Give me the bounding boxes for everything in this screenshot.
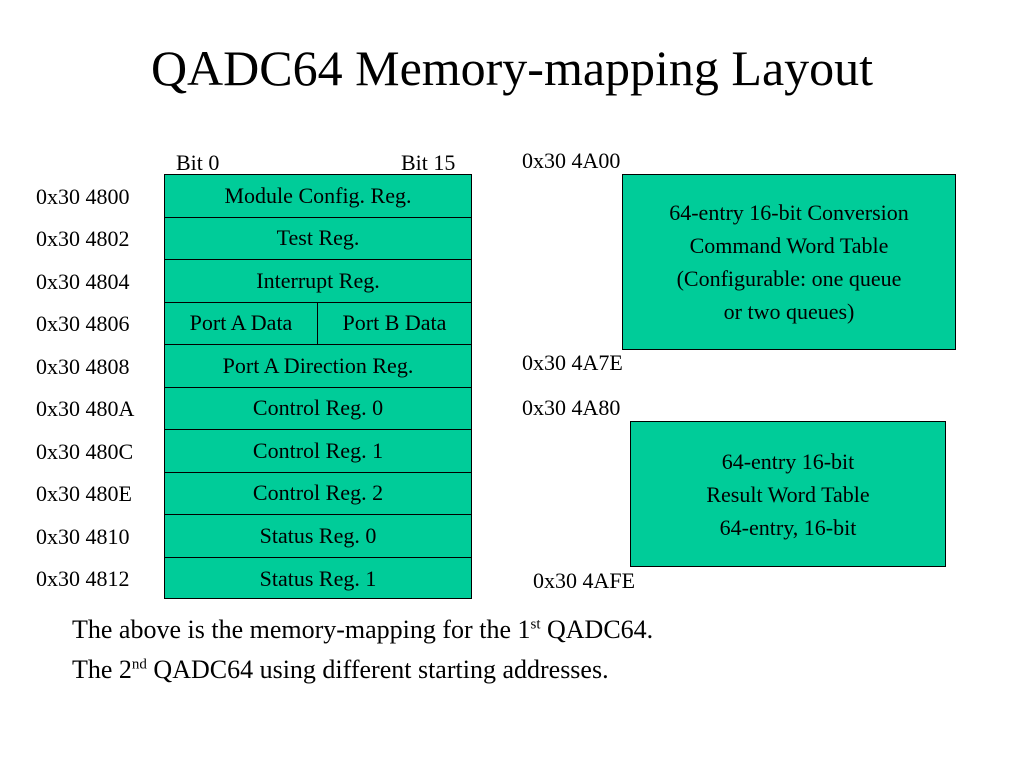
register-address: 0x30 480E [36,481,132,506]
register-label: Control Reg. 1 [252,437,384,463]
result-table-line: Result Word Table [706,481,870,507]
register-control-2: Control Reg. 2 [165,473,471,515]
ccw-table-line: Command Word Table [689,233,889,258]
register-label: Control Reg. 0 [252,395,384,421]
result-end-address: 0x30 4AFE [533,568,636,593]
result-table-line: 64-entry, 16-bit [719,514,857,540]
register-address: 0x30 4812 [36,566,130,591]
register-label: Module Config. Reg. [224,182,412,208]
ccw-start-address: 0x30 4A00 [522,148,621,173]
footer-line-1: The above is the memory-mapping for the … [72,614,653,646]
register-port-data: Port A Data Port B Data [165,302,471,345]
bit-15-label: Bit 15 [401,150,456,175]
register-status-1: Status Reg. 1 [165,558,471,601]
register-address: 0x30 4808 [36,354,130,379]
footer-text: The 2 [72,655,132,684]
ccw-table-line: (Configurable: one queue [676,266,902,291]
register-address: 0x30 4806 [36,311,130,336]
register-label: Control Reg. 2 [252,480,384,506]
register-label: Status Reg. 0 [259,522,377,548]
result-start-address: 0x30 4A80 [522,395,621,420]
register-label: Interrupt Reg. [256,267,380,293]
footer-line-2: The 2nd QADC64 using different starting … [72,654,609,686]
footer-text: The above is the memory-mapping for the … [72,615,531,644]
ccw-end-address: 0x30 4A7E [522,350,623,375]
result-table-box: 64-entry 16-bit Result Word Table 64-ent… [630,421,946,567]
bit-0-label: Bit 0 [176,150,220,175]
register-port-a-direction: Port A Direction Reg. [165,345,471,388]
register-label: Status Reg. 1 [259,565,377,591]
register-address: 0x30 4800 [36,184,130,209]
ccw-table-box: 64-entry 16-bit Conversion Command Word … [622,174,956,350]
ccw-table-line: 64-entry 16-bit Conversion [669,200,909,225]
register-module-config: Module Config. Reg. [165,175,471,218]
register-address: 0x30 4810 [36,524,130,549]
result-table-line: 64-entry 16-bit [721,448,855,474]
register-address: 0x30 4802 [36,226,130,251]
register-test: Test Reg. [165,218,471,260]
register-label: Port B Data [342,310,447,336]
register-control-1: Control Reg. 1 [165,430,471,473]
register-interrupt: Interrupt Reg. [165,260,471,303]
footer-superscript: nd [131,656,147,673]
footer-text: QADC64 using different starting addresse… [146,655,609,684]
port-b-data-cell: Port B Data [318,303,471,345]
slide-title: QADC64 Memory-mapping Layout [150,40,874,96]
footer-text: QADC64. [540,615,654,644]
register-address: 0x30 4804 [36,269,130,294]
register-address: 0x30 480C [36,439,134,464]
footer-superscript: st [530,616,541,633]
register-control-0: Control Reg. 0 [165,388,471,430]
register-label: Port A Data [189,310,293,336]
ccw-table-line: or two queues) [723,299,855,324]
register-address: 0x30 480A [36,396,135,421]
register-label: Test Reg. [276,225,360,251]
register-map: Module Config. Reg. Test Reg. Interrupt … [164,174,472,599]
port-a-data-cell: Port A Data [165,302,318,344]
register-status-0: Status Reg. 0 [165,515,471,558]
register-label: Port A Direction Reg. [222,352,414,378]
